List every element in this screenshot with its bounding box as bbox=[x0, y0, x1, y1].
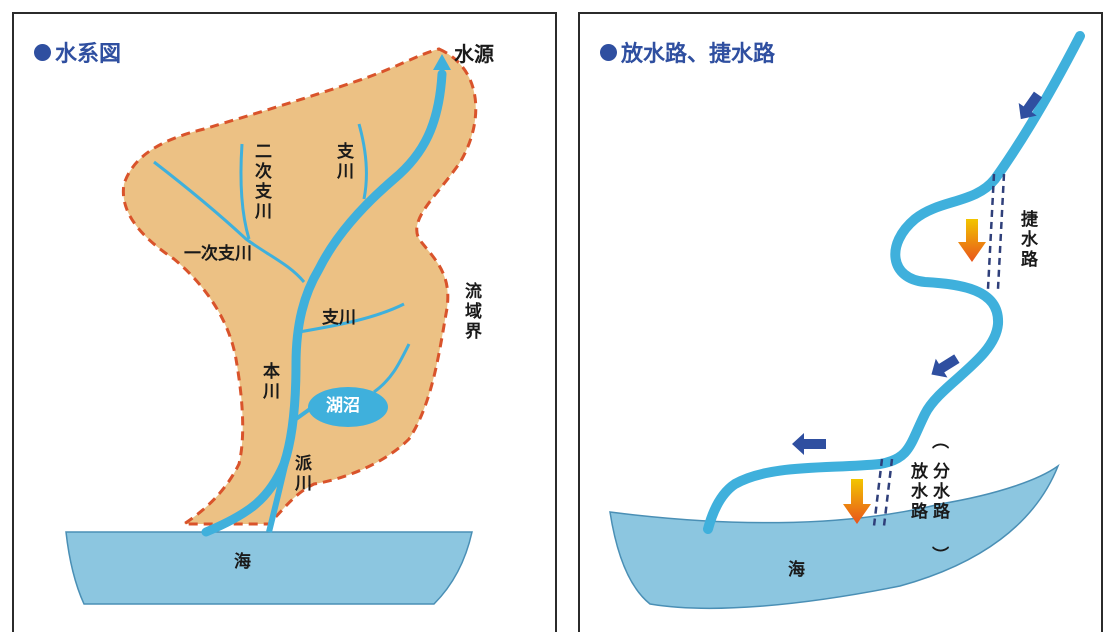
flow-arrow-icon bbox=[931, 354, 960, 378]
panel-title-river-system: 水系図 bbox=[34, 36, 121, 68]
floodway-diagram bbox=[609, 31, 1085, 610]
label-distributary: 派川 bbox=[291, 454, 311, 494]
label-main-river: 本川 bbox=[259, 362, 279, 402]
label-paren-close: ） bbox=[929, 546, 949, 563]
diversion-arrow-icon bbox=[843, 479, 871, 524]
label-basin-boundary: 流域界 bbox=[461, 282, 481, 342]
label-floodway-alt: 分水路 bbox=[929, 462, 949, 522]
panel-title-floodway: 放水路、捷水路 bbox=[600, 36, 775, 68]
diversion-arrow-icon bbox=[958, 219, 986, 262]
cutoff-channel bbox=[986, 173, 1006, 290]
label-lake: 湖沼 bbox=[326, 396, 360, 416]
title-text: 水系図 bbox=[55, 42, 122, 67]
label-secondary-tributary: 二次支川 bbox=[251, 142, 271, 222]
lake-inflow bbox=[373, 343, 411, 394]
drainage-basin bbox=[121, 47, 478, 526]
label-tributary-mid: 支川 bbox=[322, 308, 356, 328]
panel-floodway: 放水路、捷水路 捷水路 （ 分水路 放水路 ） 海 bbox=[578, 12, 1103, 632]
label-sea-right: 海 bbox=[788, 560, 805, 580]
title-text: 放水路、捷水路 bbox=[621, 42, 776, 67]
distributary-river bbox=[266, 448, 292, 533]
panel-river-system: 水系図 水源 支川 二次支川 一次支川 流域界 支川 本川 湖沼 派川 海 bbox=[12, 12, 557, 632]
flow-arrow-icon bbox=[1018, 91, 1043, 120]
triangle-source-icon bbox=[433, 54, 451, 70]
label-floodway: 放水路 bbox=[907, 462, 927, 522]
label-paren-open: （ bbox=[929, 432, 949, 449]
circle-bullet-icon bbox=[600, 43, 617, 61]
lake-outflow bbox=[294, 407, 312, 421]
label-source: 水源 bbox=[454, 42, 494, 66]
sea-shape bbox=[65, 531, 473, 605]
river-system-diagram bbox=[65, 47, 478, 605]
label-sea-left: 海 bbox=[234, 552, 251, 572]
label-tributary-top: 支川 bbox=[333, 142, 353, 182]
primary-tributary bbox=[153, 160, 306, 283]
lake-shape bbox=[308, 387, 388, 427]
tributary-top bbox=[357, 123, 368, 200]
circle-bullet-icon bbox=[34, 43, 51, 61]
label-primary-tributary: 一次支川 bbox=[184, 244, 252, 264]
flow-arrow-icon bbox=[792, 433, 826, 455]
sea-shape bbox=[609, 463, 1060, 610]
tributary-mid bbox=[298, 302, 405, 334]
meandering-river bbox=[703, 31, 1085, 534]
label-cutoff-channel: 捷水路 bbox=[1017, 210, 1037, 270]
secondary-tributary bbox=[239, 143, 251, 240]
main-river bbox=[201, 69, 447, 537]
